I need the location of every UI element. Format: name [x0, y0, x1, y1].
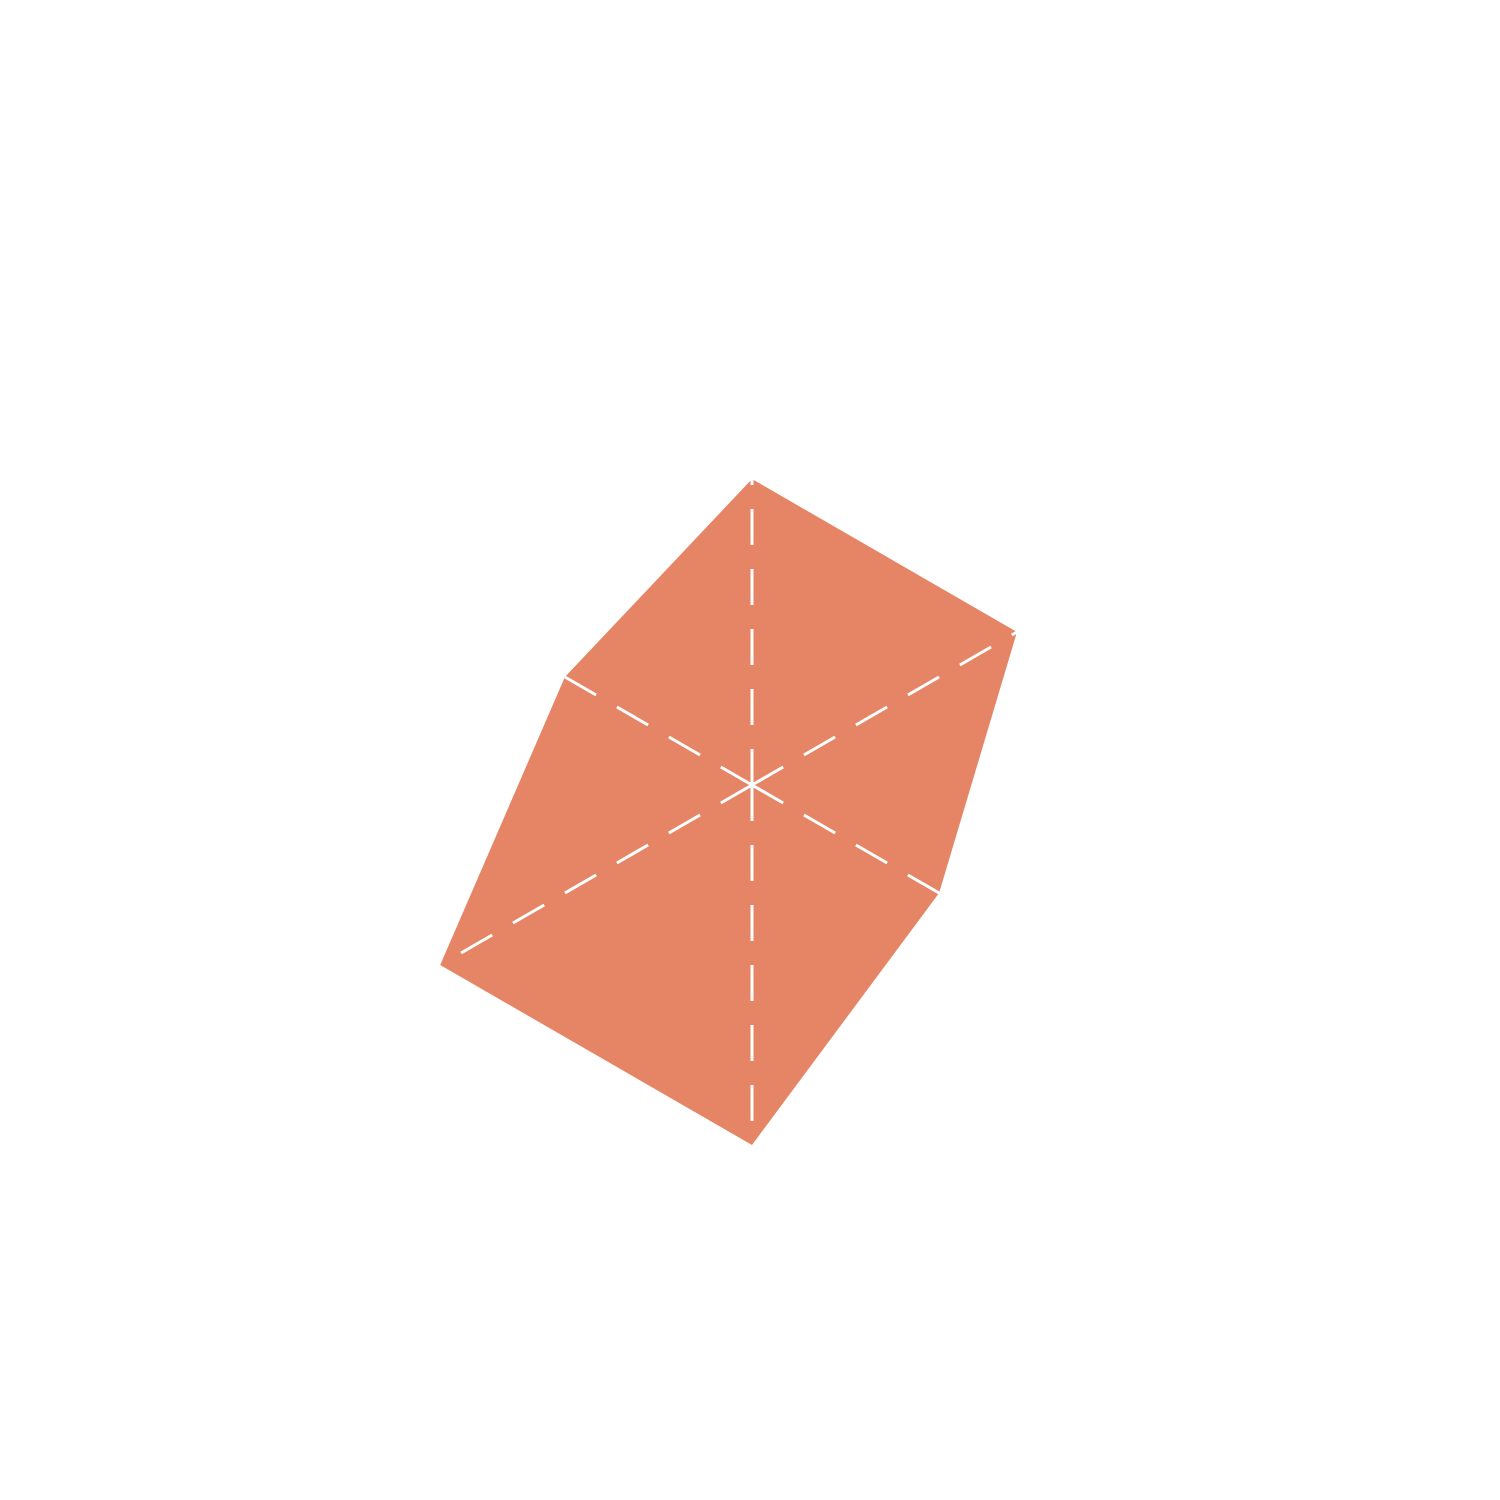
radar-area-layer: [440, 479, 1017, 1145]
radar-series-area-0: [440, 479, 1017, 1145]
radar-spoke-layer: [439, 425, 1065, 1145]
radar-axis-spoke-2: [751, 783, 1065, 967]
radar-axis-spoke-5: [439, 603, 753, 787]
radar-axis-spoke-4: [439, 783, 753, 967]
radar-axis-spoke-1: [751, 603, 1065, 787]
